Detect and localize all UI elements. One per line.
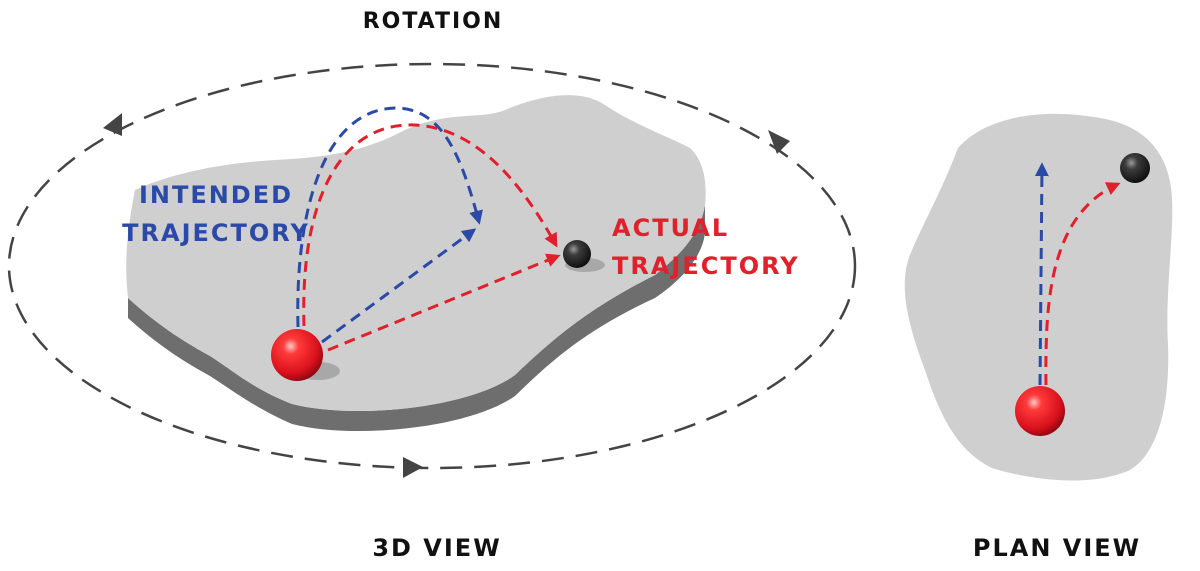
orbit-arrow-top-left-icon <box>103 113 122 136</box>
actual-trajectory-arc <box>302 123 558 327</box>
actual-label-line2: TRAJECTORY <box>612 252 800 280</box>
intended-trajectory-arc <box>296 106 483 328</box>
intended-label-line2: TRAJECTORY <box>122 219 310 247</box>
rotation-label: ROTATION <box>363 9 504 34</box>
view-plan-label: PLAN VIEW <box>973 534 1141 562</box>
surface-3d-edge <box>128 205 705 432</box>
red-ball-3d <box>271 329 323 381</box>
intended-trajectory-straight <box>321 228 477 344</box>
view-3d-label: 3D VIEW <box>372 534 501 562</box>
surface-plan <box>904 113 1173 481</box>
actual-trajectory-straight <box>327 253 561 352</box>
target-ball-plan <box>1120 153 1150 183</box>
rotation-orbit <box>7 62 857 470</box>
target-ball-3d <box>563 240 591 268</box>
orbit-arrow-bottom-icon <box>403 457 423 478</box>
red-ball-plan <box>1015 386 1065 436</box>
plan-actual-trajectory <box>1044 182 1121 386</box>
orbit-arrow-right-icon <box>768 130 790 154</box>
actual-label-line1: ACTUAL <box>612 214 729 242</box>
surface-3d-top <box>126 95 706 412</box>
plan-intended-trajectory <box>1034 162 1049 386</box>
intended-label-line1: INTENDED <box>139 181 293 209</box>
